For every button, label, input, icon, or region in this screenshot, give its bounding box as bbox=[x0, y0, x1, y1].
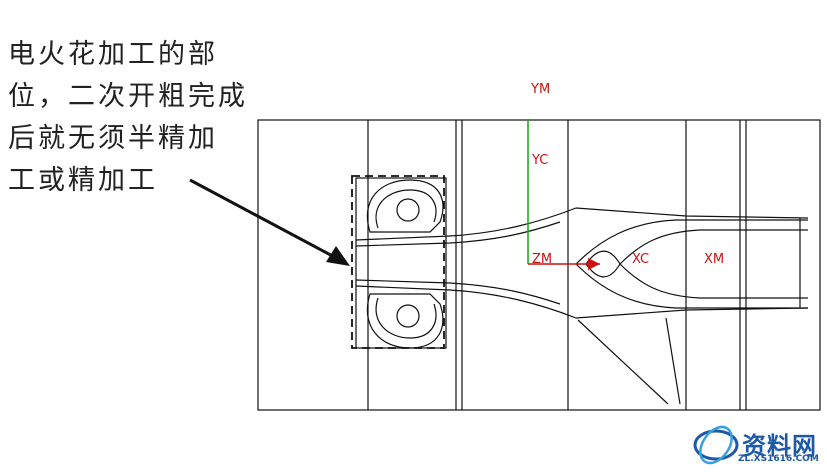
diagonal-line-1 bbox=[577, 319, 669, 405]
runner-lower-inner bbox=[355, 279, 561, 305]
nozzle-lower bbox=[575, 263, 808, 309]
nozzle-tip bbox=[585, 250, 621, 278]
lower-lobe bbox=[366, 293, 444, 349]
runner-lower-edge bbox=[355, 285, 809, 319]
runner-upper-inner bbox=[355, 221, 561, 247]
axis-label-ym: YM bbox=[530, 82, 550, 97]
lower-hole bbox=[396, 304, 420, 328]
callout-arrow-head bbox=[326, 246, 350, 266]
annotation-line-3: 后就无须半精加 bbox=[8, 123, 218, 154]
upper-lobe-inner bbox=[375, 189, 437, 229]
upper-hole bbox=[396, 198, 420, 222]
lower-lobe-inner bbox=[375, 297, 437, 339]
diagonal-line-2 bbox=[665, 317, 681, 405]
nozzle-lower-inner bbox=[619, 263, 808, 299]
mold-outline bbox=[257, 119, 821, 411]
runner-upper-edge bbox=[355, 207, 809, 241]
axis-label-yc: YC bbox=[531, 153, 548, 168]
annotation-line-2: 位，二次开粗完成 bbox=[8, 81, 248, 112]
axis-label-xm: XM bbox=[704, 252, 724, 267]
x-axis-arrow bbox=[588, 258, 600, 270]
watermark: 资料网 ZL.XS1616.COM bbox=[692, 424, 824, 468]
axis-label-zm: ZM bbox=[532, 252, 552, 267]
xs-logo-icon bbox=[693, 425, 739, 465]
annotation-line-1: 电火花加工的部 bbox=[8, 39, 218, 70]
watermark-url: ZL.XS1616.COM bbox=[738, 454, 819, 464]
axis-label-xc: XC bbox=[632, 252, 649, 267]
upper-lobe bbox=[366, 179, 444, 233]
watermark-name: 资料网 bbox=[742, 432, 817, 460]
annotation-line-4: 工或精加工 bbox=[8, 165, 158, 196]
nozzle-upper bbox=[575, 219, 808, 265]
annotation-text: 电火花加工的部 位，二次开粗完成 后就无须半精加 工或精加工 bbox=[8, 34, 258, 202]
outer-frame bbox=[257, 119, 821, 411]
nozzle-upper-inner bbox=[619, 229, 808, 265]
callout-arrow-line bbox=[189, 178, 341, 262]
edm-region-dashed-box bbox=[351, 175, 445, 349]
